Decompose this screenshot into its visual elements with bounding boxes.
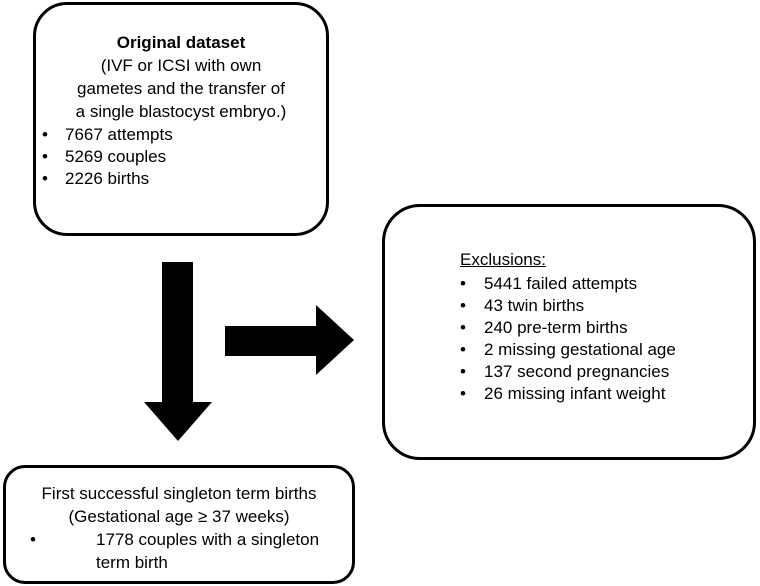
bullet-glyph: •: [460, 318, 466, 337]
bullet-glyph: •: [460, 340, 466, 359]
list-item: • 2 missing gestational age: [460, 339, 676, 361]
right-arrow: [225, 305, 354, 375]
list-item: • 5269 couples: [42, 146, 173, 168]
final-cohort-title-line-2: (Gestational age ≥ 37 weeks): [68, 507, 290, 526]
original-dataset-title: Original dataset: [116, 33, 246, 52]
original-dataset-list: • 7667 attempts • 5269 couples • 2226 birth…: [42, 124, 173, 190]
list-item: • 137 second pregnancies: [460, 361, 676, 383]
final-cohort-item-line-1: 1778 couples with a singleton: [96, 530, 320, 549]
final-cohort-title-line-1: First successful singleton term births: [41, 484, 317, 503]
bullet-glyph: •: [42, 147, 48, 166]
list-item-text: 137 second pregnancies: [484, 362, 670, 381]
bullet-glyph: •: [42, 125, 48, 144]
list-item-text: 5441 failed attempts: [484, 274, 638, 293]
bullet-glyph: •: [460, 384, 466, 403]
list-item: • 26 missing infant weight: [460, 383, 676, 405]
original-dataset-subtitle-line-3: a single blastocyst embryo.): [75, 102, 287, 121]
list-item: • 5441 failed attempts: [460, 273, 676, 295]
list-item: • 2226 births: [42, 168, 173, 190]
exclusions-list: • 5441 failed attempts • 43 twin births • 2…: [460, 273, 676, 405]
exclusions-box: [382, 204, 756, 460]
list-item-text: 2226 births: [65, 169, 150, 188]
list-item: • 43 twin births: [460, 295, 676, 317]
list-item-text: 5269 couples: [65, 147, 167, 166]
final-cohort-box: [3, 465, 355, 584]
original-dataset-subtitle-line-1: (IVF or ICSI with own: [100, 56, 262, 75]
list-item-text: 26 missing infant weight: [484, 384, 666, 403]
list-item-text: 2 missing gestational age: [484, 340, 676, 359]
exclusions-title: Exclusions:: [460, 250, 546, 269]
bullet-glyph: •: [30, 530, 36, 549]
original-dataset-subtitle-line-2: gametes and the transfer of: [77, 79, 285, 98]
list-item: • 7667 attempts: [42, 124, 173, 146]
down-arrow: [144, 262, 212, 441]
final-cohort-item-line-2: term birth: [96, 553, 168, 572]
bullet-glyph: •: [460, 274, 466, 293]
list-item: • 240 pre-term births: [460, 317, 676, 339]
bullet-glyph: •: [460, 296, 466, 315]
list-item-text: 7667 attempts: [65, 125, 173, 144]
bullet-glyph: •: [42, 169, 48, 188]
list-item-text: 43 twin births: [484, 296, 585, 315]
original-dataset-box: [33, 2, 329, 236]
list-item-text: 240 pre-term births: [484, 318, 628, 337]
bullet-glyph: •: [460, 362, 466, 381]
